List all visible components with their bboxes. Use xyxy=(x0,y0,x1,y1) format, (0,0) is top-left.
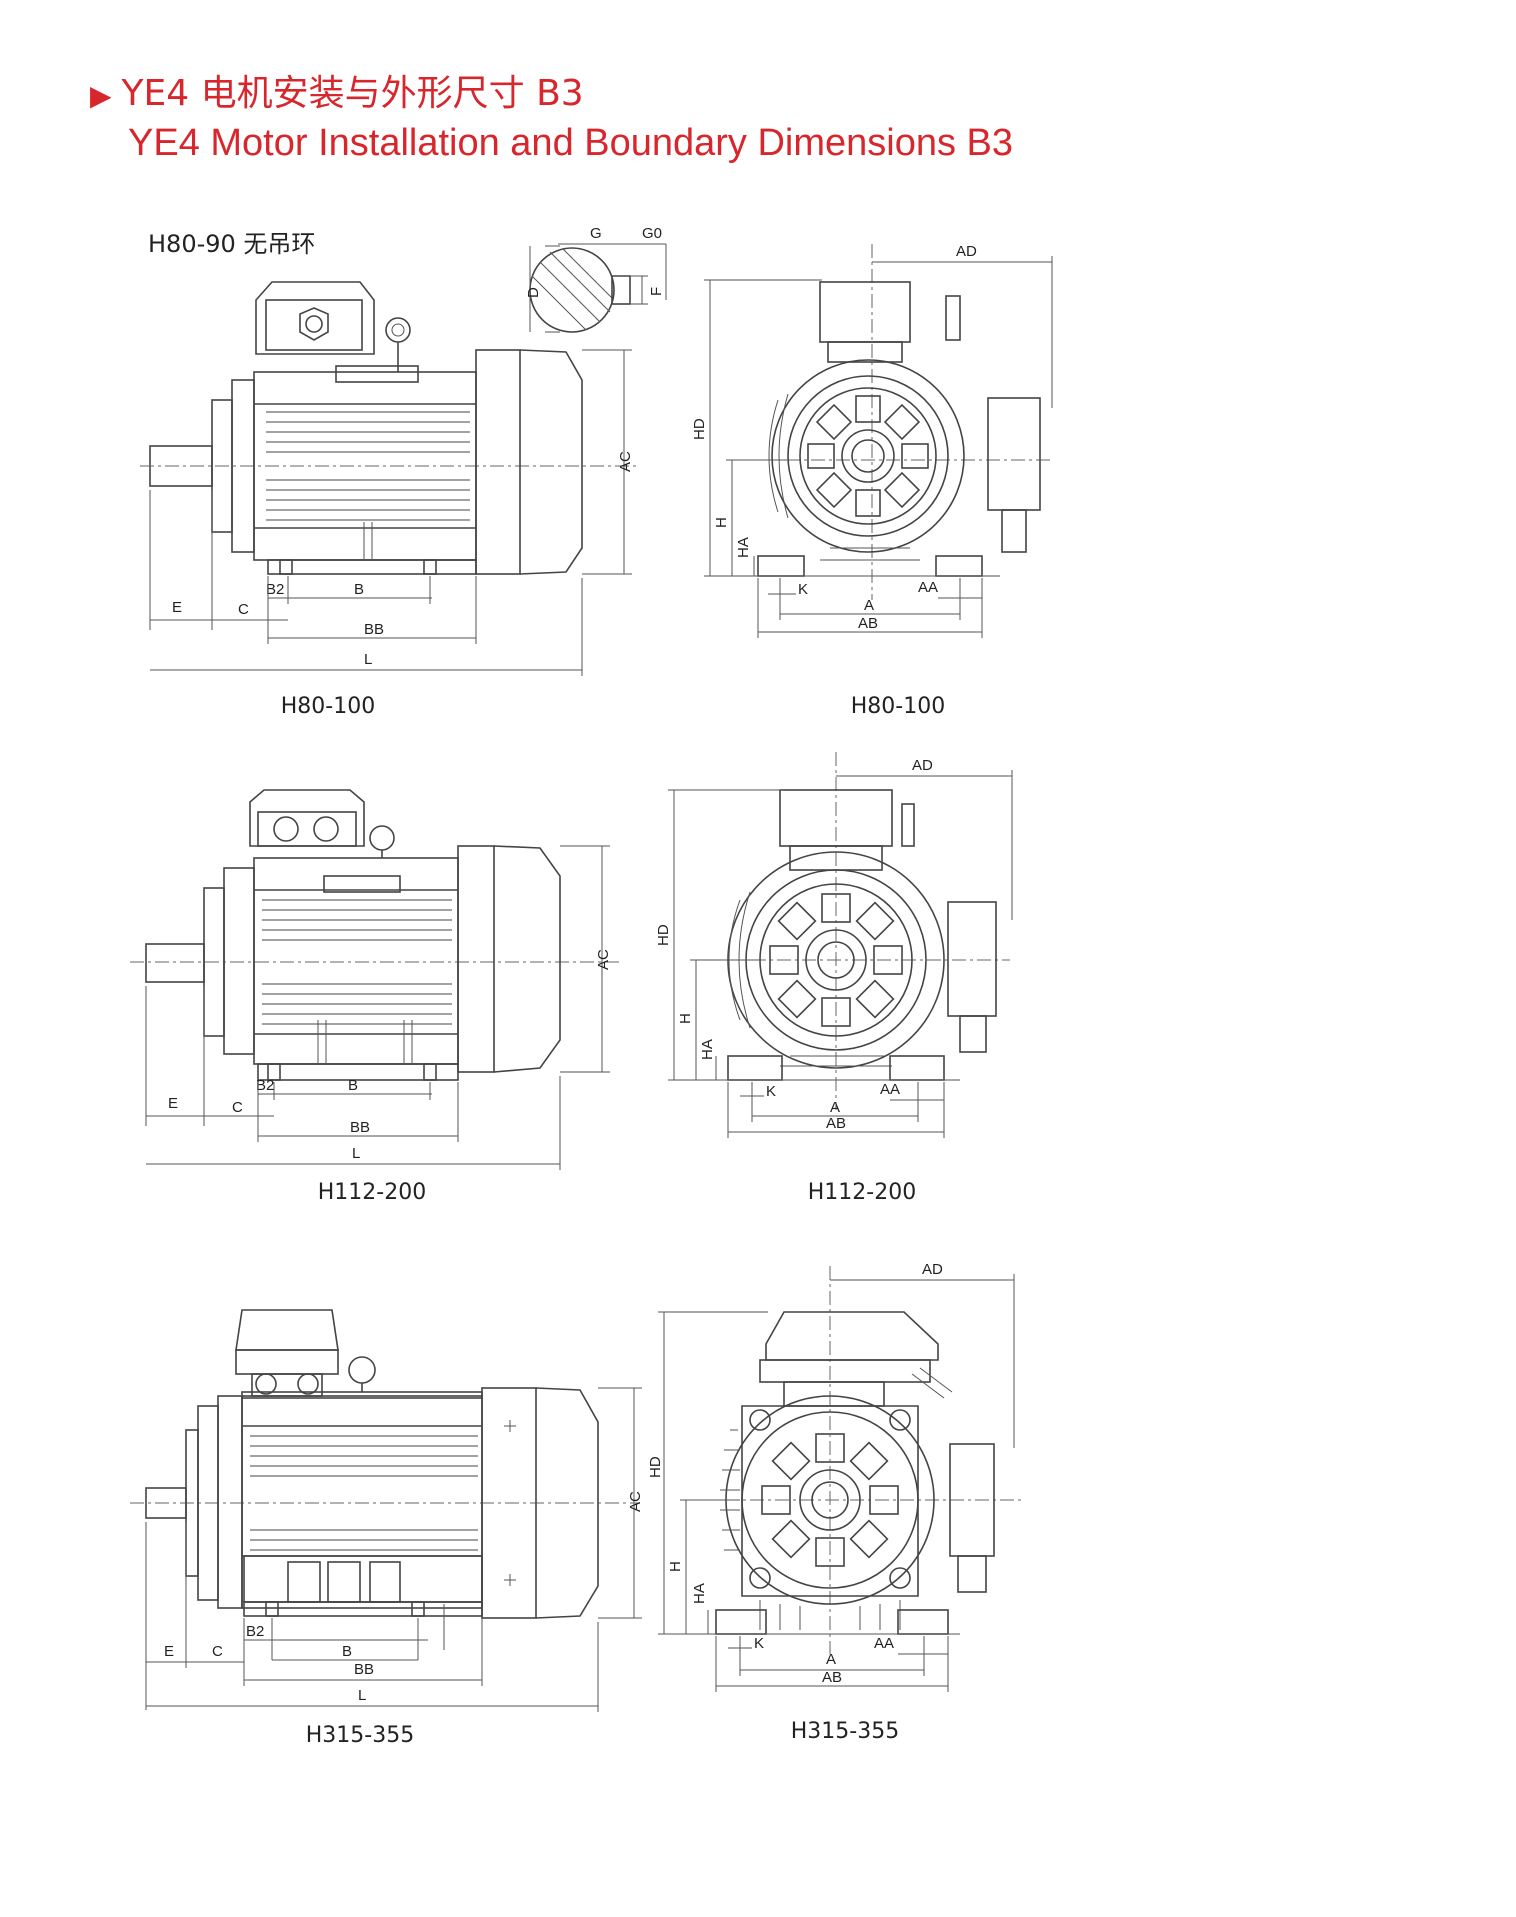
label-l-row1: L xyxy=(364,651,372,668)
label-f: F xyxy=(648,287,665,296)
label-ac-row2: AC xyxy=(595,949,612,970)
label-l-row2: L xyxy=(352,1145,360,1162)
label-ad-row1: AD xyxy=(956,243,977,260)
label-g0: G0 xyxy=(642,225,662,242)
label-a-row2: A xyxy=(830,1099,840,1116)
label-e-row2: E xyxy=(168,1095,178,1112)
label-b-row2: B xyxy=(348,1077,358,1094)
label-e-row1: E xyxy=(172,599,182,616)
caption-side-row3: H315-355 xyxy=(305,1723,415,1748)
label-g: G xyxy=(590,225,602,242)
label-l-row3: L xyxy=(358,1687,366,1704)
label-b2-row2: B2 xyxy=(256,1077,274,1094)
label-hd-row2: HD xyxy=(655,924,672,946)
label-b-row1: B xyxy=(354,581,364,598)
label-ha-row2: HA xyxy=(699,1039,716,1060)
label-aa-row2: AA xyxy=(880,1081,900,1098)
label-hd-row3: HD xyxy=(647,1456,664,1478)
play-arrow-icon: ▶ xyxy=(90,79,112,112)
label-b2-row3: B2 xyxy=(246,1623,264,1640)
note-no-lifting-ring: H80-90 无吊环 xyxy=(148,230,316,258)
label-aa-row3: AA xyxy=(874,1635,894,1652)
label-ab-row1: AB xyxy=(858,615,878,632)
label-bb-row2: BB xyxy=(350,1119,370,1136)
label-ad-row2: AD xyxy=(912,757,933,774)
label-ha-row3: HA xyxy=(691,1583,708,1604)
title-zh-text: YE4 电机安装与外形尺寸 B3 xyxy=(121,73,584,114)
label-aa-row1: AA xyxy=(918,579,938,596)
front-view-row1: AD HD H HA K AA A AB xyxy=(691,243,1053,638)
label-b2-row1: B2 xyxy=(266,581,284,598)
shaft-detail: G G0 D F xyxy=(525,225,667,333)
label-e-row3: E xyxy=(164,1643,174,1660)
front-view-row3: AD HD H HA K AA A AB xyxy=(647,1261,1022,1692)
side-view-row1: AC B2 B E C BB L xyxy=(140,281,640,676)
label-hd-row1: HD xyxy=(691,418,708,440)
label-k-row2: K xyxy=(766,1083,776,1100)
front-view-row2: AD HD H HA K AA A AB xyxy=(655,752,1013,1138)
label-b-row3: B xyxy=(342,1643,352,1660)
label-bb-row1: BB xyxy=(364,621,384,638)
caption-front-row2: H112-200 xyxy=(807,1180,917,1205)
caption-side-row1: H80-100 xyxy=(280,694,376,719)
caption-side-row2: H112-200 xyxy=(317,1180,427,1205)
label-c-row1: C xyxy=(238,601,249,618)
caption-front-row1: H80-100 xyxy=(850,694,946,719)
label-ac-row3: AC xyxy=(627,1491,644,1512)
label-h-row3: H xyxy=(667,1561,684,1572)
label-ac-row1: AC xyxy=(617,451,634,472)
label-ab-row2: AB xyxy=(826,1115,846,1132)
label-k-row3: K xyxy=(754,1635,764,1652)
label-h-row2: H xyxy=(677,1013,694,1024)
label-c-row2: C xyxy=(232,1099,243,1116)
side-view-row2: AC B2 B E C BB L xyxy=(130,789,620,1170)
title-en: YE4 Motor Installation and Boundary Dime… xyxy=(128,122,1014,164)
label-k-row1: K xyxy=(798,581,808,598)
label-bb-row3: BB xyxy=(354,1661,374,1678)
label-c-row3: C xyxy=(212,1643,223,1660)
label-ha-row1: HA xyxy=(735,537,752,558)
label-ad-row3: AD xyxy=(922,1261,943,1278)
caption-front-row3: H315-355 xyxy=(790,1719,900,1744)
label-d: D xyxy=(525,287,542,298)
side-view-row3: AC B2 B E C BB L xyxy=(130,1309,644,1712)
label-a-row1: A xyxy=(864,597,874,614)
label-ab-row3: AB xyxy=(822,1669,842,1686)
label-h-row1: H xyxy=(713,517,730,528)
title-zh: ▶ YE4 电机安装与外形尺寸 B3 xyxy=(90,64,584,116)
label-a-row3: A xyxy=(826,1651,836,1668)
